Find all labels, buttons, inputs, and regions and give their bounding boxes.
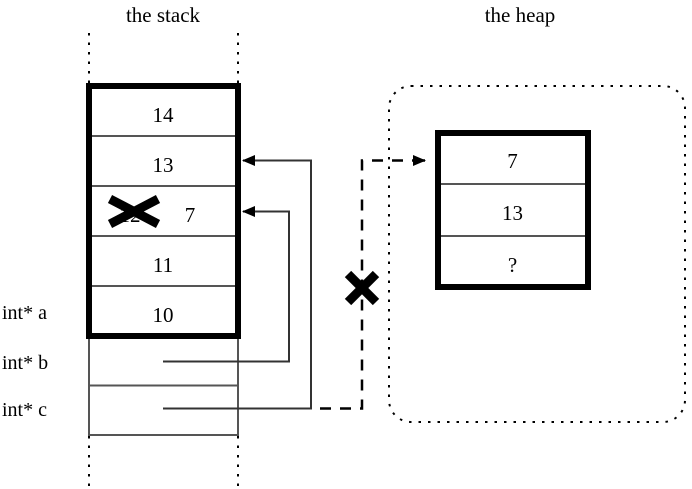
heap-cell-value-2: ?: [507, 253, 518, 277]
heap-region-boundary: [388, 85, 686, 423]
x-invalid-pointer-marker: [344, 270, 380, 306]
stack-cell-value-1: 13: [152, 153, 174, 177]
pointer-line-c-to-stack: [163, 155, 312, 410]
stack-allocated-block: [86, 83, 241, 339]
heap-title: the heap: [484, 3, 556, 27]
x-strike-marker: [107, 195, 161, 228]
heap-cell-value-0: 7: [507, 149, 518, 173]
stack-cell-value-2-struck: 12: [119, 203, 141, 227]
stack-lower-slots: [88, 335, 239, 436]
stack-cell-value-3: 11: [152, 253, 174, 277]
stack-cell-value-2-new: 7: [184, 203, 196, 227]
pointer-line-b-to-stack: [163, 206, 290, 363]
pointer-label-a: int* a: [2, 302, 47, 324]
stack-title: the stack: [125, 3, 201, 27]
pointer-label-b: int* b: [2, 352, 49, 374]
heap-allocated-block: [435, 130, 591, 290]
heap-cell-value-1: 13: [502, 201, 523, 225]
pointer-label-c: int* c: [2, 399, 47, 421]
stack-cell-value-4: 10: [152, 303, 174, 327]
pointer-line-dashed-to-heap: [320, 155, 426, 410]
stack-cell-value-0: 14: [152, 103, 174, 127]
